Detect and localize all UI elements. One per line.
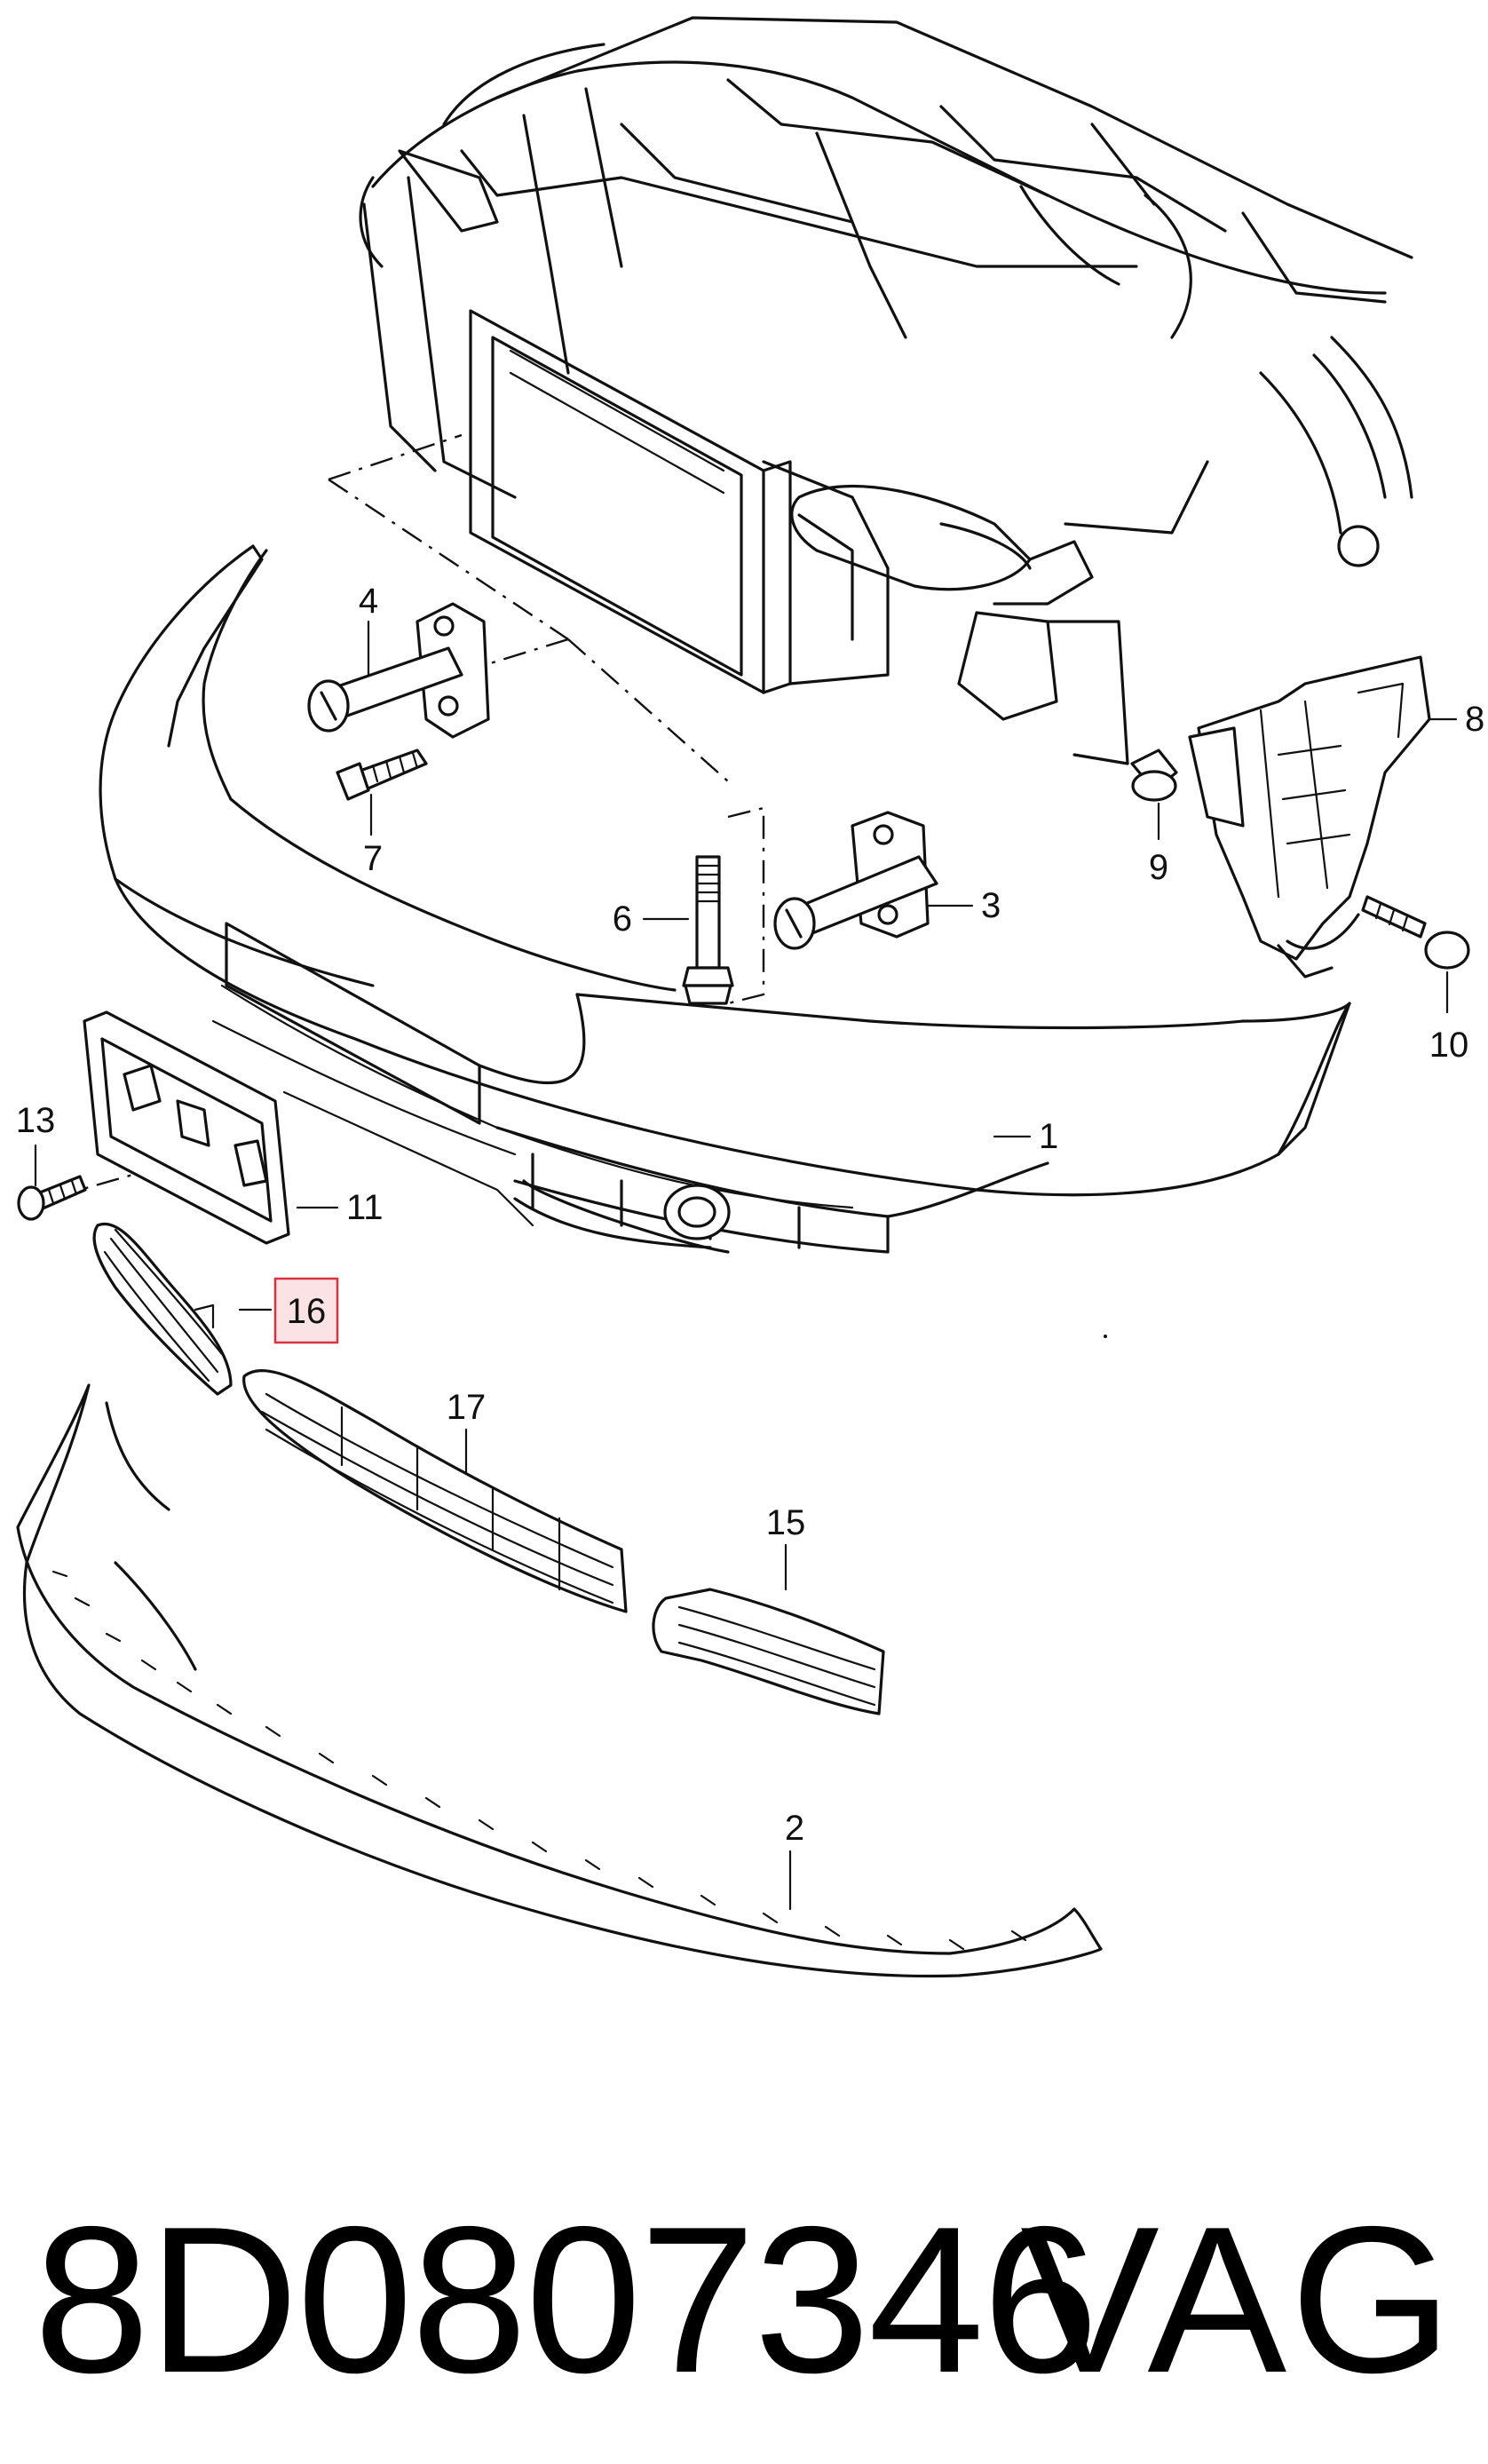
label-part-10: 10 [1429, 1026, 1469, 1065]
part-8-side-guide-bracket [1188, 655, 1458, 978]
part-1-bumper-cover [99, 544, 1351, 1254]
part-2-lower-spoiler [16, 1383, 1103, 1978]
part-9-clip [1130, 749, 1178, 841]
part-13-screw [17, 1144, 87, 1221]
label-part-17: 17 [447, 1388, 487, 1427]
label-part-6: 6 [613, 899, 632, 939]
part-6-bolt [642, 855, 734, 1005]
label-part-16: 16 [287, 1292, 327, 1331]
label-part-13: 13 [16, 1101, 56, 1140]
part-4-mount-bracket [307, 602, 490, 739]
part-labels: 4 7 6 3 8 9 10 1 11 13 16 17 15 2 [16, 582, 1485, 1848]
label-part-3: 3 [981, 886, 1001, 925]
car-body-frame [359, 16, 1413, 567]
part-3-mount-bracket [773, 811, 974, 950]
label-part-7: 7 [363, 839, 383, 878]
part-10-screw [1361, 895, 1470, 1014]
part-15-side-grille [652, 1543, 885, 1715]
label-part-9: 9 [1149, 848, 1168, 887]
radiator [469, 309, 890, 694]
exploded-view-drawing: 4 7 6 3 8 9 10 1 11 13 16 17 15 2 [16, 16, 1485, 1978]
label-part-11: 11 [346, 1188, 384, 1227]
part-number: 8D0807346 [34, 2183, 1098, 2416]
label-part-4: 4 [359, 582, 378, 621]
part-17-center-grille [242, 1369, 628, 1613]
label-part-2: 2 [785, 1809, 804, 1848]
label-part-15: 15 [766, 1503, 806, 1542]
part-7-screw [336, 749, 428, 836]
highlight-box-part-16 [273, 1277, 339, 1344]
label-part-8: 8 [1465, 700, 1484, 739]
stray-dot [1104, 1335, 1107, 1338]
part-16-grille-insert [92, 1222, 273, 1396]
part-11-license-plate-holder [83, 1010, 339, 1245]
footer: 8D0807346 VAG [0, 2167, 1488, 2433]
headlight [790, 485, 1129, 765]
label-part-1: 1 [1039, 1117, 1058, 1156]
brand-name: VAG [1020, 2183, 1456, 2416]
